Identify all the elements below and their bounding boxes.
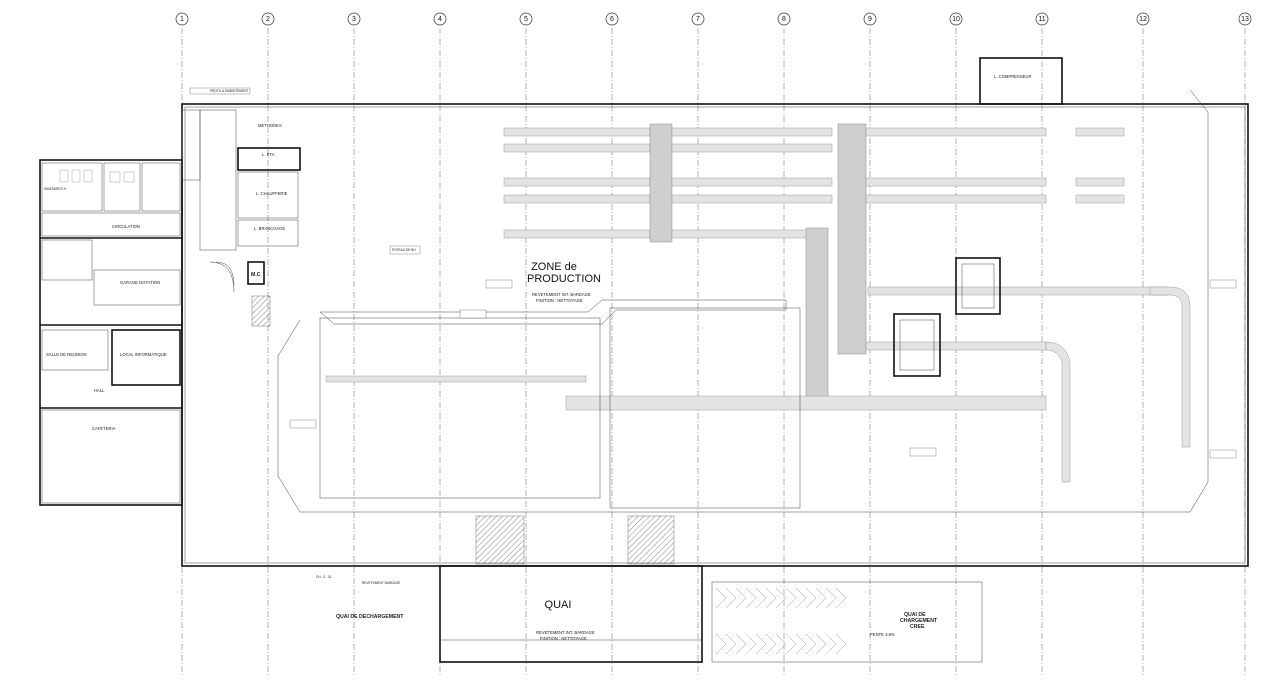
tag-profil: PROFIL A EMBOITEMENT — [210, 89, 248, 93]
svg-text:8: 8 — [782, 16, 786, 23]
room-hall: HALL — [94, 388, 105, 393]
building-walls — [39, 57, 1249, 663]
room-labels: METHODES L. ETA L. CHAUFFERIE L. BRANCHA… — [44, 74, 1031, 431]
svg-text:12: 12 — [1139, 16, 1147, 23]
zone-labels: ZONE de PRODUCTION REVETEMENT INT. BARDA… — [336, 261, 938, 641]
tag-labels: PROFIL A EMBOITEMENT POTEAU DE BH CH - 0… — [210, 89, 416, 585]
pente-label: PENTE 3.8% — [870, 632, 895, 637]
room-salle-reunion: SALLE DE REUNION — [46, 352, 87, 357]
tag-revetement: REVETEMENT BARDAGE — [362, 581, 400, 585]
zone-production-title-1: ZONE de — [531, 261, 577, 273]
hatched-zones — [251, 295, 675, 565]
room-sanitaires: SANITAIRES H. — [44, 187, 67, 191]
grid-bubble-1: 1 — [175, 12, 189, 26]
room-local-info: LOCAL INFORMATIQUE — [120, 352, 167, 357]
grid-bubble-8: 8 — [777, 12, 791, 26]
room-local-eta: L. ETA — [262, 152, 275, 157]
grid-bubble-9: 9 — [863, 12, 877, 26]
workstation-area — [277, 89, 1209, 513]
zone-production-sub: REVETEMENT INT. BARDAGE — [532, 292, 591, 297]
svg-text:3: 3 — [352, 16, 356, 23]
svg-text:9: 9 — [868, 16, 872, 23]
tag-ch: CH - 0 - 01 — [316, 575, 332, 579]
grid-bubble-4: 4 — [433, 12, 447, 26]
office-rooms — [41, 109, 301, 504]
svg-text:2: 2 — [266, 16, 270, 23]
grid-bubble-11: 11 — [1035, 12, 1049, 26]
grid-bubble-7: 7 — [691, 12, 705, 26]
room-mc: M.C — [251, 272, 261, 278]
grid-bubble-2: 2 — [261, 12, 275, 26]
grid-axes — [181, 28, 1246, 675]
tag-poteau: POTEAU DE BH — [392, 248, 416, 252]
conveyors — [325, 123, 1191, 483]
room-cafeteria: CAFETERIA — [92, 426, 116, 431]
wall-tags — [189, 87, 1237, 459]
grid-bubble-6: 6 — [605, 12, 619, 26]
grid-bubble-3: 3 — [347, 12, 361, 26]
svg-text:5: 5 — [524, 16, 528, 23]
grid-bubble-13: 13 — [1238, 12, 1252, 26]
loading-dock-chevrons — [711, 581, 983, 663]
room-compresseur: L. COMPRESSEUR — [994, 74, 1031, 79]
zone-production-title-2: PRODUCTION — [527, 273, 601, 285]
quai-chargement-2: CHARGEMENT — [900, 618, 938, 624]
svg-text:1: 1 — [180, 16, 184, 23]
quai-dechargement: QUAI DE DECHARGEMENT — [336, 614, 404, 620]
grid-bubble-10: 10 — [949, 12, 963, 26]
quai-title: QUAI — [545, 599, 572, 611]
grid-bubbles: 1 2 3 4 5 6 7 8 9 10 11 12 13 — [175, 12, 1252, 26]
quai-sub2: FINITION : NETTOYAGE — [540, 636, 587, 641]
quai-sub: REVETEMENT INT. BARDAGE — [536, 630, 595, 635]
machine-cells — [893, 257, 1001, 377]
room-chaufferie: L. CHAUFFERIE — [256, 191, 288, 196]
room-circulation: CIRCULATION — [112, 224, 140, 229]
room-branchage: L. BRANCHAGE — [254, 226, 285, 231]
svg-text:13: 13 — [1241, 16, 1249, 23]
grid-bubble-5: 5 — [519, 12, 533, 26]
room-methodes: METHODES — [258, 123, 282, 128]
svg-text:6: 6 — [610, 16, 614, 23]
svg-text:7: 7 — [696, 16, 700, 23]
quai-chargement-1: QUAI DE — [904, 612, 926, 618]
svg-text:4: 4 — [438, 16, 442, 23]
zone-production-sub2: FINITION : NETTOYAGE — [536, 298, 583, 303]
grid-bubble-12: 12 — [1136, 12, 1150, 26]
room-garage: GARAGE DOTATION — [120, 280, 160, 285]
quai-chargement-3: CREE — [910, 624, 925, 630]
svg-text:10: 10 — [952, 16, 960, 23]
svg-text:11: 11 — [1038, 16, 1045, 23]
